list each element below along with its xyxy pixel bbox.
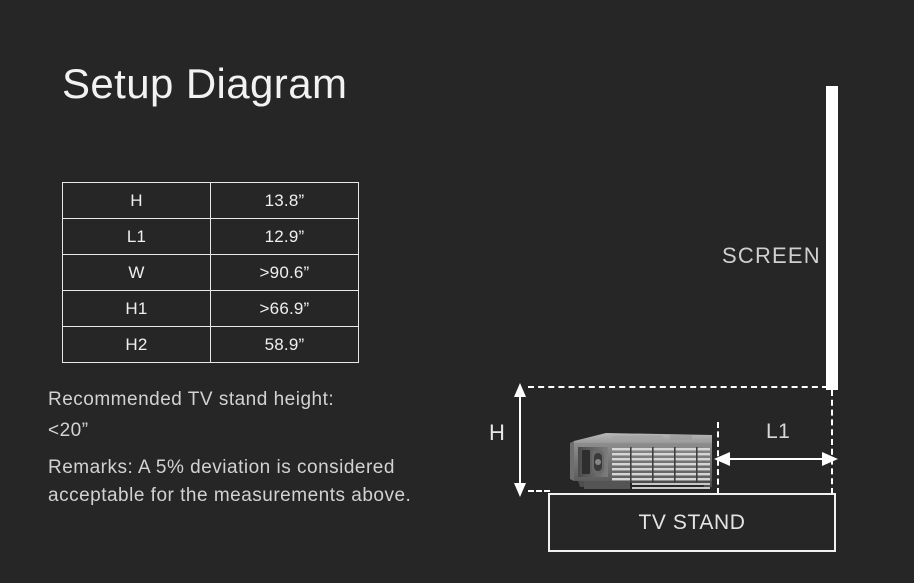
spec-value-w: >90.6” xyxy=(210,254,359,291)
tv-stand-box: TV STAND xyxy=(548,493,836,552)
l1-dimension-label: L1 xyxy=(766,420,791,443)
spec-label-l1: L1 xyxy=(62,218,211,255)
spec-value-l1: 12.9” xyxy=(210,218,359,255)
tv-stand-label: TV STAND xyxy=(638,510,746,534)
spec-label-h: H xyxy=(62,182,211,219)
notes-spacer xyxy=(48,446,493,454)
page-title: Setup Diagram xyxy=(62,60,348,107)
recommended-height-value: <20” xyxy=(48,420,89,441)
table-row: L1 12.9” xyxy=(62,218,359,255)
screen-bar xyxy=(826,86,838,390)
table-row: H2 58.9” xyxy=(62,326,359,363)
remarks-text: Remarks: A 5% deviation is considered ac… xyxy=(48,457,412,506)
top-guide-dashed-line xyxy=(528,386,828,388)
spec-label-h2: H2 xyxy=(62,326,211,363)
h-dimension-label: H xyxy=(489,420,506,445)
recommended-height-label: Recommended TV stand height: xyxy=(48,389,335,410)
h-dimension-arrow-icon xyxy=(514,383,526,497)
spec-label-w: W xyxy=(62,254,211,291)
spec-table-body: H 13.8” L1 12.9” W >90.6” H1 >66.9” H2 5… xyxy=(62,182,359,363)
spec-table: H 13.8” L1 12.9” W >90.6” H1 >66.9” H2 5… xyxy=(62,182,359,363)
spec-value-h: 13.8” xyxy=(210,182,359,219)
projector-device-icon xyxy=(570,433,712,489)
baseline-tick-dashed-line xyxy=(528,490,550,492)
spec-value-h1: >66.9” xyxy=(210,290,359,327)
spec-label-h1: H1 xyxy=(62,290,211,327)
screen-label: SCREEN xyxy=(722,243,821,268)
spec-value-h2: 58.9” xyxy=(210,326,359,363)
screen-guide-dashed-line xyxy=(831,390,833,494)
table-row: H 13.8” xyxy=(62,182,359,219)
notes-block: Recommended TV stand height: <20” Remark… xyxy=(48,384,493,510)
table-row: W >90.6” xyxy=(62,254,359,291)
table-row: H1 >66.9” xyxy=(62,290,359,327)
l1-dimension-arrow-icon xyxy=(714,452,838,466)
